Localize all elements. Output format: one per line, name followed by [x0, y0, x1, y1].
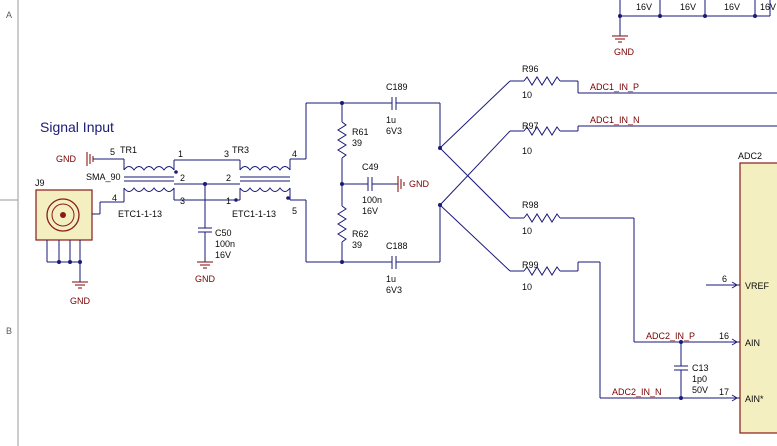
r98-ref: R98 [522, 200, 539, 210]
c50-voltage: 16V [215, 250, 231, 260]
resistor-r61: R61 39 [337, 103, 369, 184]
j9-value: SMA_90 [86, 172, 121, 182]
adc2-pin-ain: AIN [745, 338, 760, 348]
resistor-r99: R99 10 ADC2_IN_N [510, 260, 720, 399]
net-label-adc1-in-n: ADC1_IN_N [590, 115, 640, 125]
adc2-pin-number: 16 [719, 331, 729, 341]
ground-symbol [197, 261, 213, 269]
capacitor-c50: C50 100n 16V GND [195, 184, 235, 284]
r97-value: 10 [522, 146, 532, 156]
ground-symbol [72, 281, 88, 289]
capacitor-c188: C188 1u 6V3 [386, 241, 408, 295]
zone-label-b: B [6, 326, 12, 336]
r62-value: 39 [352, 240, 362, 250]
r96-value: 10 [522, 90, 532, 100]
capacitor-c49: GND C49 100n 16V [342, 162, 430, 216]
adc2-pin-number: 6 [722, 274, 727, 284]
pin-number: 3 [224, 149, 229, 159]
r61-value: 39 [352, 138, 362, 148]
adc2-pin-number: 17 [719, 387, 729, 397]
pin-number: 1 [178, 149, 183, 159]
tr1-ref: TR1 [120, 145, 137, 155]
c189-value: 1u [386, 115, 396, 125]
top-cap-voltage: 16V [724, 2, 740, 12]
top-cap-voltage: 16V [760, 2, 776, 12]
capacitor-c13: C13 1p0 50V [674, 340, 709, 400]
c189-voltage: 6V3 [386, 126, 402, 136]
sheet-frame: A B [0, 0, 19, 446]
pin-number: 2 [180, 173, 185, 183]
net-label-adc2-in-n: ADC2_IN_N [612, 387, 662, 397]
c188-voltage: 6V3 [386, 285, 402, 295]
top-cap-voltage: 16V [636, 2, 652, 12]
j9-ref: J9 [35, 178, 45, 188]
section-title: Signal Input [40, 119, 114, 135]
adc2-pin-ain-n: AIN* [745, 394, 764, 404]
pin-number: 1 [226, 196, 231, 206]
top-cap-voltage: 16V [680, 2, 696, 12]
net-label-adc1-in-p: ADC1_IN_P [590, 82, 639, 92]
c49-voltage: 16V [362, 206, 378, 216]
gnd-label: GND [70, 296, 91, 306]
transformer-tr1: GND 5 TR1 SMA_90 4 1 2 3 ETC1-1-13 [56, 145, 185, 219]
gnd-label: GND [56, 154, 77, 164]
adc2-component: ADC2 6 VREF 16 AIN 17 AIN* [706, 151, 777, 434]
c188-ref: C188 [386, 241, 408, 251]
r62-ref: R62 [352, 229, 369, 239]
zone-label-a: A [6, 10, 12, 20]
r98-value: 10 [522, 226, 532, 236]
resistor-r97: R97 10 ADC1_IN_N [510, 115, 777, 156]
c189-ref: C189 [386, 82, 408, 92]
pin-number: 3 [180, 196, 185, 206]
r96-ref: R96 [522, 64, 539, 74]
gnd-label: GND [614, 47, 635, 57]
top-capacitor-row: 16V 16V 16V 16V GND [612, 0, 776, 57]
r61-ref: R61 [352, 127, 369, 137]
adc2-ref: ADC2 [738, 151, 762, 161]
c13-ref: C13 [692, 363, 709, 373]
c13-voltage: 50V [692, 385, 708, 395]
pin-number: 5 [292, 206, 297, 216]
c50-ref: C50 [215, 228, 232, 238]
capacitor-c189: C189 1u 6V3 [386, 82, 408, 136]
tr3-ref: TR3 [232, 145, 249, 155]
r99-value: 10 [522, 282, 532, 292]
c49-ref: C49 [362, 162, 379, 172]
resistor-r62: R62 39 [337, 184, 369, 262]
ground-symbol [612, 35, 628, 43]
pin-number: 2 [226, 173, 231, 183]
resistor-r96: R96 10 ADC1_IN_P [510, 64, 777, 100]
tr3-value: ETC1-1-13 [232, 209, 276, 219]
r99-ref: R99 [522, 260, 539, 270]
gnd-label: GND [409, 179, 430, 189]
r97-ref: R97 [522, 121, 539, 131]
tr1-value: ETC1-1-13 [118, 209, 162, 219]
adc2-pin-vref: VREF [745, 281, 770, 291]
connector-j9: J9 GND [35, 178, 122, 306]
c49-value: 100n [362, 195, 382, 205]
net-label-adc2-in-p: ADC2_IN_P [646, 331, 695, 341]
c50-value: 100n [215, 239, 235, 249]
resistor-r98: R98 10 ADC2_IN_P [510, 200, 720, 343]
transformer-tr3: 3 TR3 2 1 4 5 ETC1-1-13 [224, 145, 297, 219]
c188-value: 1u [386, 274, 396, 284]
pin-number: 5 [110, 147, 115, 157]
pin-number: 4 [112, 193, 117, 203]
gnd-label: GND [195, 274, 216, 284]
c13-value: 1p0 [692, 374, 707, 384]
pin-number: 4 [292, 149, 297, 159]
